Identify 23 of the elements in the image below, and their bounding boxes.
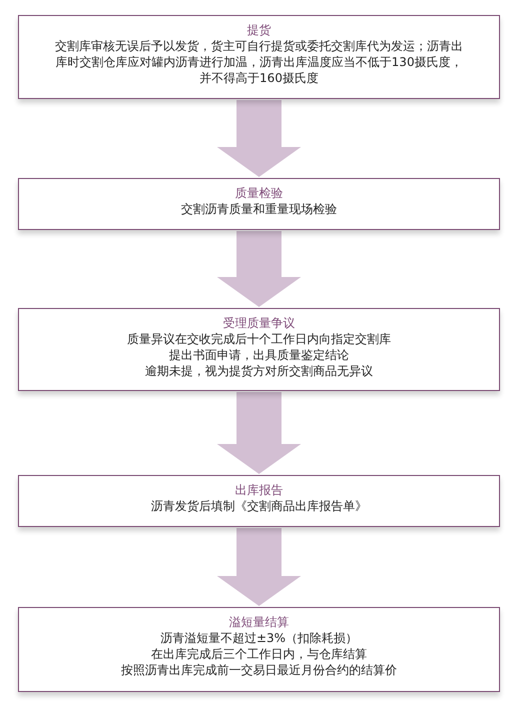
process-box <box>18 178 500 230</box>
box-text: 按照沥青出库完成前一交易日最近月份合约的结算价 <box>120 662 398 678</box>
process-box <box>18 15 500 99</box>
block-arrow <box>217 392 301 474</box>
box-title: 质量检验 <box>234 185 284 201</box>
box-text: 提出书面申请，出具质量鉴定结论 <box>168 347 350 363</box>
box-text: 逾期未提，视为提货方对所交割商品无异议 <box>144 363 374 379</box>
process-box <box>18 475 500 527</box>
box-text: 在出库完成后三个工作日内，与仓库结算 <box>150 646 368 662</box>
box-text: 交割库审核无误后予以发货，货主可自行提货或委托交割库代为发运；沥青出库时交割仓库应对罐内沥青进行加温，沥青出库温度应当不低于130摄氏度，并不得高于160摄氏度 <box>54 38 464 86</box>
box-text: 沥青溢短量不超过±3%（扣除耗损） <box>159 630 359 646</box>
box-text: 交割沥青质量和重量现场检验 <box>180 201 338 217</box>
block-arrow <box>217 528 301 606</box>
box-title: 出库报告 <box>234 482 284 498</box>
process-box <box>18 308 500 391</box>
box-text: 沥青发货后填制《交割商品出库报告单》 <box>150 498 368 514</box>
block-arrow <box>217 100 301 177</box>
block-arrow <box>217 231 301 307</box>
box-text: 质量异议在交收完成后十个工作日内向指定交割库 <box>126 331 392 347</box>
process-box <box>18 607 500 692</box>
box-title: 提货 <box>246 22 272 38</box>
box-title: 溢短量结算 <box>228 614 290 630</box>
box-title: 受理质量争议 <box>222 315 296 331</box>
